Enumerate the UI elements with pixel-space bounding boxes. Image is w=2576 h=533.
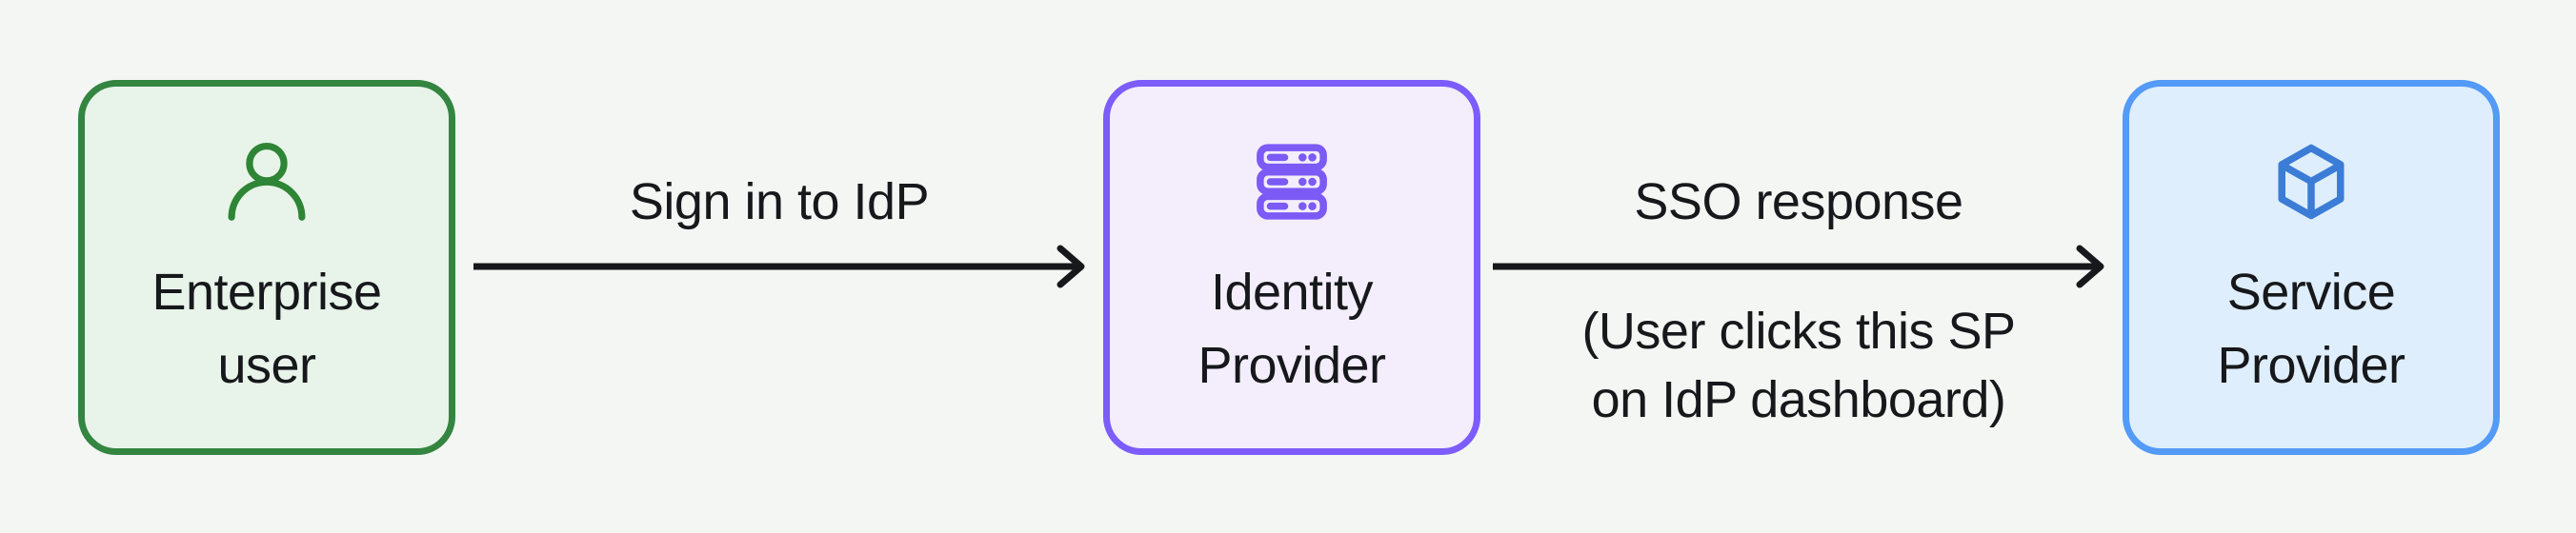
edge-label-sso-response: SSO response xyxy=(1634,173,1963,230)
node-label-line: Identity xyxy=(1210,264,1374,321)
edge-sublabel-line: on IdP dashboard) xyxy=(1591,371,2006,428)
node-label-line: Enterprise xyxy=(151,264,382,321)
node-label-enterprise-user: Enterprise user xyxy=(85,256,449,403)
node-label-identity-provider: Identity Provider xyxy=(1110,256,1474,403)
edge-label-signin: Sign in to IdP xyxy=(629,173,930,230)
node-label-line: Provider xyxy=(1197,337,1386,394)
node-enterprise-user: Enterprise user xyxy=(78,80,455,455)
cube-icon xyxy=(2272,143,2350,221)
node-label-line: user xyxy=(217,337,316,394)
node-identity-provider: Identity Provider xyxy=(1103,80,1480,455)
edge-sublabel-line: (User clicks this SP xyxy=(1581,303,2016,360)
node-label-service-provider: Service Provider xyxy=(2129,256,2493,403)
edge-sublabel-sso-response: (User clicks this SP on IdP dashboard) xyxy=(1444,297,2153,434)
node-label-line: Provider xyxy=(2217,337,2405,394)
node-service-provider: Service Provider xyxy=(2123,80,2500,455)
node-label-line: Service xyxy=(2226,264,2396,321)
arrow-sso-response xyxy=(1493,245,2104,288)
user-icon xyxy=(228,143,306,221)
arrow-signin-to-idp xyxy=(473,245,1085,288)
server-icon xyxy=(1253,143,1331,221)
